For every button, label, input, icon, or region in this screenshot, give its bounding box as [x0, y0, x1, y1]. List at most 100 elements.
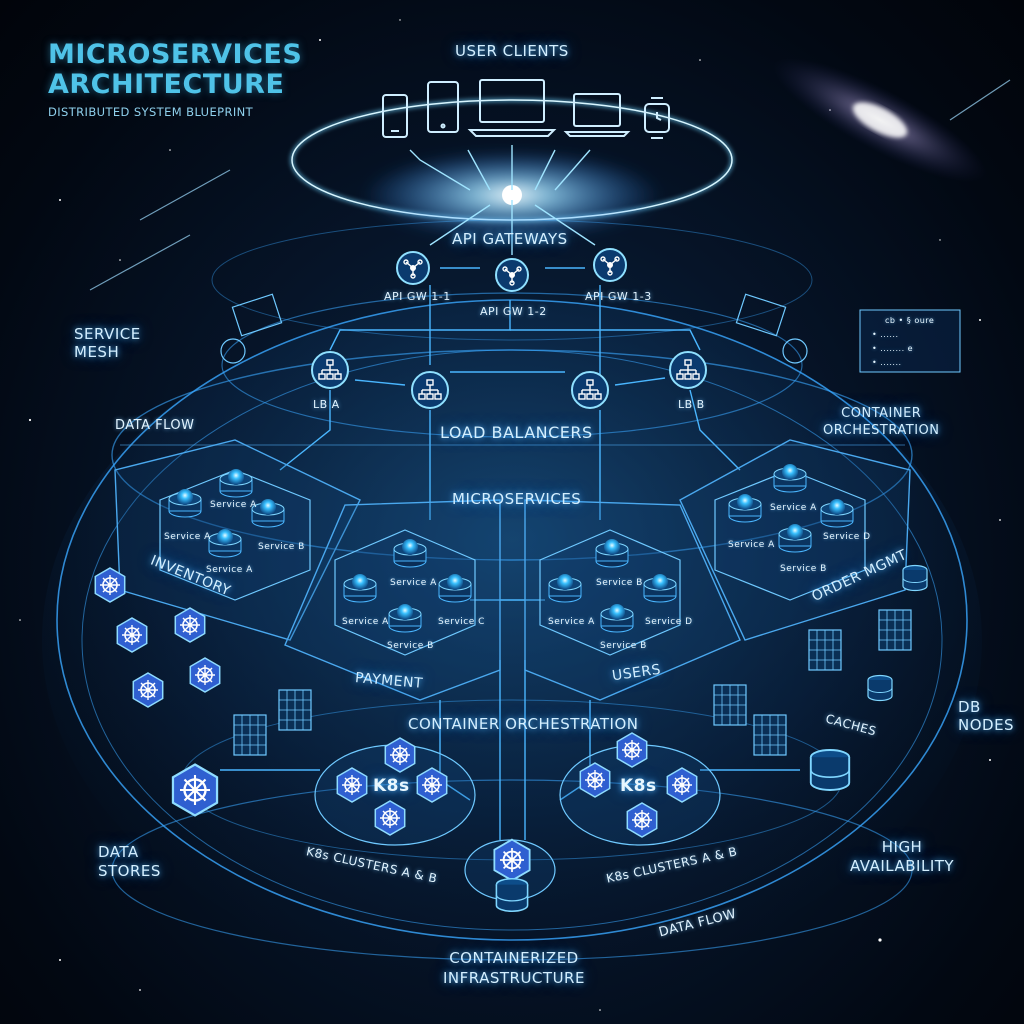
order-service-node[interactable]	[728, 493, 762, 523]
users-service-node[interactable]	[600, 603, 634, 633]
payment-service-node[interactable]	[343, 573, 377, 603]
lb-node-b[interactable]	[669, 351, 707, 389]
lb-a-label: LB A	[313, 398, 340, 411]
users-service-node[interactable]	[595, 538, 629, 568]
inventory-service-node[interactable]	[219, 468, 253, 498]
kubernetes-icon[interactable]	[616, 732, 648, 768]
infra-flow-lines	[220, 660, 800, 840]
inventory-service-label: Service A	[206, 565, 253, 575]
inventory-service-node[interactable]	[208, 528, 242, 558]
order-service-node[interactable]	[778, 523, 812, 553]
kubernetes-icon[interactable]	[626, 802, 658, 838]
server-rack-icon	[713, 684, 747, 726]
database-icon[interactable]	[867, 674, 893, 702]
payment-service-label: Service A	[390, 578, 437, 588]
api-gateway-node-right[interactable]	[593, 248, 627, 282]
galaxy-graphic	[773, 57, 987, 183]
user-clients-label: USER CLIENTS	[455, 42, 569, 60]
inventory-service-label: Service A	[164, 532, 211, 542]
kubernetes-icon[interactable]	[374, 800, 406, 836]
platform-dome	[42, 300, 982, 980]
order-service-label: Service A	[770, 503, 817, 513]
users-service-label: Service B	[596, 578, 643, 588]
containerized-infrastructure-label: CONTAINERIZED INFRASTRUCTURE	[443, 949, 585, 987]
page-subtitle: DISTRIBUTED SYSTEM BLUEPRINT	[48, 105, 254, 119]
kubernetes-icon[interactable]	[384, 737, 416, 773]
service-mesh-label: SERVICE MESH	[74, 325, 141, 361]
payment-service-label: Service A	[342, 617, 389, 627]
payment-service-node[interactable]	[438, 573, 472, 603]
laptop-icon[interactable]	[563, 93, 631, 137]
shooting-stars	[89, 79, 1011, 291]
users-service-label: Service A	[548, 617, 595, 627]
panel-text-line: • ........ e	[872, 344, 914, 353]
server-rack-icon	[233, 714, 267, 756]
inventory-service-node[interactable]	[168, 488, 202, 518]
order-service-node[interactable]	[820, 498, 854, 528]
microservices-label: MICROSERVICES	[452, 490, 582, 508]
kubernetes-icon[interactable]	[94, 567, 126, 603]
kubernetes-icon[interactable]	[493, 838, 531, 882]
db-nodes-label: DB NODES	[958, 698, 1015, 734]
data-stores-label: DATA STORES	[98, 843, 161, 880]
high-availability-label: HIGH AVAILABILITY	[850, 838, 955, 875]
api-gw-left-label: API GW 1-1	[384, 290, 451, 303]
kubernetes-icon[interactable]	[336, 767, 368, 803]
laptop-icon[interactable]	[467, 79, 557, 137]
users-service-node[interactable]	[643, 573, 677, 603]
order-service-label: Service D	[823, 532, 871, 542]
order-service-node[interactable]	[773, 463, 807, 493]
smartwatch-icon[interactable]	[644, 97, 670, 139]
client-halo	[290, 98, 734, 240]
database-icon[interactable]	[902, 564, 928, 592]
payment-service-label: Service B	[387, 641, 434, 651]
page-title: MICROSERVICES ARCHITECTURE	[48, 39, 303, 100]
order-service-label: Service A	[728, 540, 775, 550]
kubernetes-icon[interactable]	[132, 672, 164, 708]
metrics-panel	[859, 309, 961, 373]
api-gateways-label: API GATEWAYS	[452, 230, 568, 248]
lb-b-label: LB B	[678, 398, 705, 411]
kubernetes-icon[interactable]	[579, 762, 611, 798]
kubernetes-icon[interactable]	[171, 763, 219, 817]
smartphone-icon[interactable]	[382, 94, 408, 138]
users-service-node[interactable]	[548, 573, 582, 603]
users-service-label: Service D	[645, 617, 693, 627]
container-orchestration-right-label: CONTAINER ORCHESTRATION	[823, 406, 940, 438]
lb-node-center-right[interactable]	[571, 371, 609, 409]
inventory-service-label: Service A	[210, 500, 257, 510]
kubernetes-icon[interactable]	[116, 617, 148, 653]
client-flow-lines	[409, 145, 596, 255]
api-gw-center-label: API GW 1-2	[480, 305, 547, 318]
order-service-label: Service B	[780, 564, 827, 574]
k8s-cluster-a-title: K8s	[373, 776, 410, 796]
load-balancers-label: LOAD BALANCERS	[440, 423, 593, 442]
service-mesh-widgets	[220, 293, 808, 364]
tablet-icon[interactable]	[427, 81, 459, 133]
users-service-label: Service B	[600, 641, 647, 651]
lb-flow-lines	[279, 389, 741, 601]
gateway-flow-lines	[329, 267, 701, 386]
lb-node-a[interactable]	[311, 351, 349, 389]
server-rack-icon	[878, 609, 912, 651]
payment-service-node[interactable]	[388, 603, 422, 633]
lb-node-center-left[interactable]	[411, 371, 449, 409]
panel-text-line: cb • § oure	[885, 316, 935, 325]
database-icon[interactable]	[809, 749, 851, 791]
payment-service-node[interactable]	[393, 538, 427, 568]
server-rack-icon	[808, 629, 842, 671]
kubernetes-icon[interactable]	[189, 657, 221, 693]
kubernetes-icon[interactable]	[666, 767, 698, 803]
data-flow-left-label: DATA FLOW	[115, 418, 195, 433]
kubernetes-icon[interactable]	[416, 767, 448, 803]
database-icon[interactable]	[495, 877, 529, 913]
api-gw-right-label: API GW 1-3	[585, 290, 652, 303]
api-gateway-node-center[interactable]	[495, 258, 529, 292]
k8s-cluster-b-title: K8s	[620, 776, 657, 796]
container-orchestration-label: CONTAINER ORCHESTRATION	[408, 715, 639, 733]
panel-text-line: • .......	[872, 358, 902, 367]
kubernetes-icon[interactable]	[174, 607, 206, 643]
api-gateway-node-left[interactable]	[396, 251, 430, 285]
